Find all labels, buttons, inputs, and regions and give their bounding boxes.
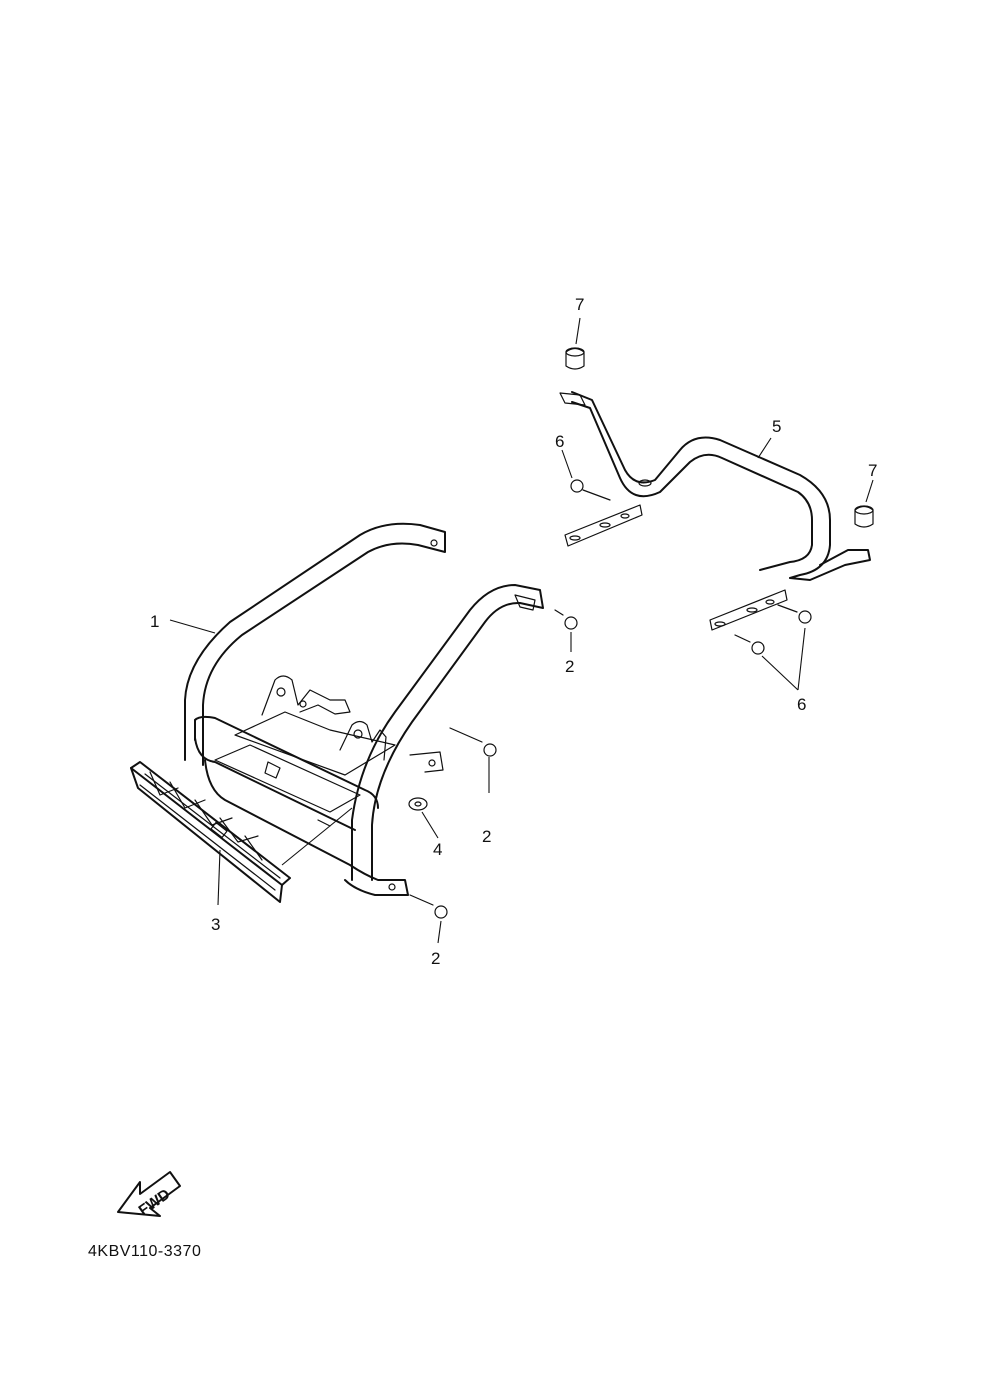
callout-label: 3 <box>211 915 220 934</box>
rear-guard-bar <box>559 391 871 631</box>
callout-label: 7 <box>575 295 584 314</box>
leader-line <box>865 479 874 503</box>
leader-line <box>757 437 772 459</box>
front-guard-frame <box>184 522 544 896</box>
callout-label: 4 <box>433 840 442 859</box>
leader-line <box>217 849 221 906</box>
callout-label: 2 <box>565 657 574 676</box>
callout-label: 2 <box>482 827 491 846</box>
bolt <box>554 609 578 630</box>
fwd-arrow-icon: FWD <box>117 1171 181 1220</box>
callout-label: 6 <box>555 432 564 451</box>
leader-line <box>761 655 799 691</box>
bolt <box>570 479 611 501</box>
diagram-code: 4KBV110-3370 <box>88 1243 201 1260</box>
washer <box>408 797 428 811</box>
mesh-grille <box>130 761 291 903</box>
bolt <box>777 604 812 624</box>
leader-line <box>797 627 806 691</box>
rubber-cap <box>565 347 585 370</box>
leader-line <box>437 920 442 944</box>
bolt <box>409 894 448 919</box>
bolt <box>734 634 765 655</box>
callout-label: 1 <box>150 612 159 631</box>
callout-label: 5 <box>772 417 781 436</box>
leader-line <box>169 619 216 634</box>
callout-label: 7 <box>868 461 877 480</box>
leader-line <box>575 317 581 345</box>
leader-line <box>281 807 353 866</box>
callout-label: 2 <box>431 949 440 968</box>
fwd-label: FWD <box>136 1186 174 1220</box>
bolt <box>449 727 497 757</box>
leader-line <box>561 449 573 479</box>
callout-label: 6 <box>797 695 806 714</box>
leader-line <box>421 811 439 839</box>
rubber-cap <box>854 505 874 528</box>
